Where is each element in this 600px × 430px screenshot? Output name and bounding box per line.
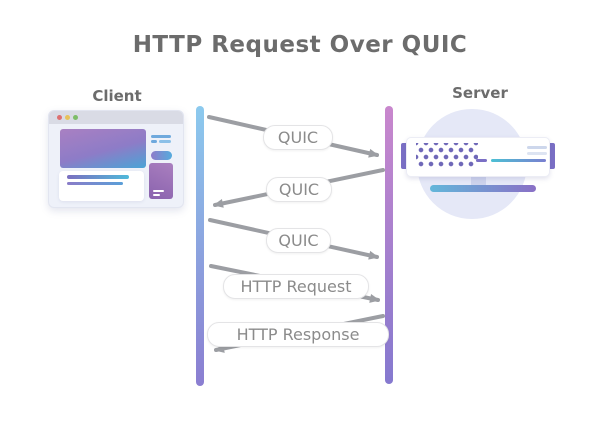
browser-titlebar [49,111,183,124]
message-label-quic-1: QUIC [263,125,333,150]
server-vent-dots [416,143,478,167]
browser-sidebar-dash [151,140,157,143]
browser-content-card [59,171,144,201]
client-lifeline [196,106,204,386]
message-label-quic-2: QUIC [266,177,332,202]
message-label-http-request: HTTP Request [223,274,369,299]
browser-sidebar-line [151,135,171,138]
diagram-title: HTTP Request Over QUIC [132,32,468,58]
server-side-tab [547,143,555,169]
card-text-line [67,175,129,179]
client-browser-icon [48,110,184,208]
server-label: Server [452,84,508,102]
message-label-http-response: HTTP Response [207,322,389,347]
browser-sidebar-line [159,140,171,143]
message-label-quic-3: QUIC [266,228,331,253]
card-text-line [153,190,164,192]
server-stand-base [430,185,536,192]
server-detail-dash [476,159,487,162]
browser-sidebar-button [151,151,172,160]
window-control-yellow-icon [65,115,70,120]
card-text-line [153,194,160,196]
server-side-tab [401,143,409,169]
server-lifeline [385,106,393,384]
server-detail-line [527,146,547,149]
browser-hero-banner [60,129,146,168]
server-detail-line [527,152,547,155]
window-control-green-icon [73,115,78,120]
browser-purple-card [149,163,173,199]
window-control-red-icon [57,115,62,120]
server-detail-gradient-line [491,159,546,162]
card-text-line [67,182,123,185]
server-machine-icon [406,137,550,177]
client-label: Client [92,87,142,105]
server-stand-pedestal [471,174,486,187]
